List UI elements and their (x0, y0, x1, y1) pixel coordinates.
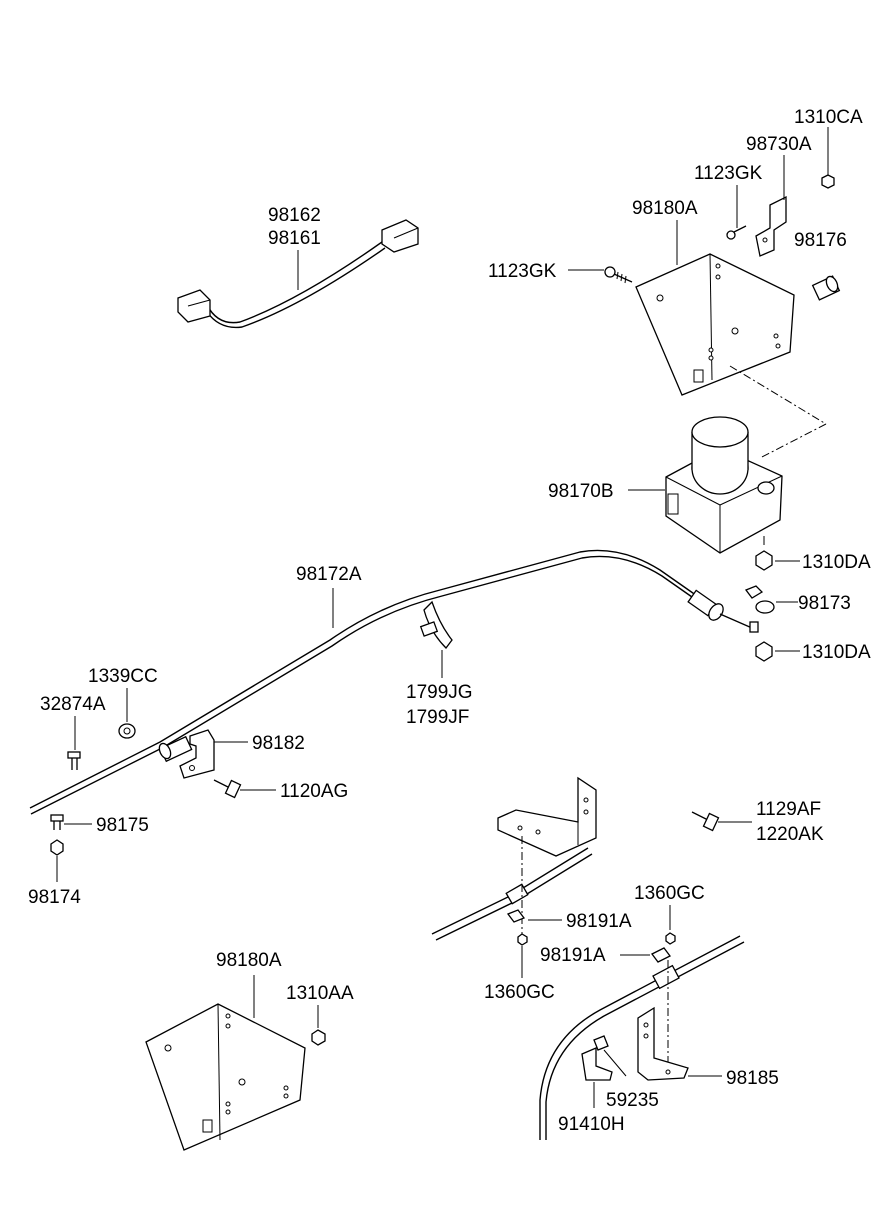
nut-1310DA-upper (755, 550, 773, 571)
label-98161: 98161 (268, 228, 321, 249)
nut-1310DA-lower (755, 641, 773, 662)
grommet-1339CC (118, 723, 136, 739)
label-98182: 98182 (252, 733, 305, 754)
bushing-98176 (811, 275, 841, 301)
bolt-1123GK-left (604, 266, 633, 284)
bracket-98730A (755, 195, 787, 257)
pin-98175 (50, 814, 64, 830)
label-91410H: 91410H (558, 1114, 625, 1135)
label-98173: 98173 (798, 593, 851, 614)
label-98185: 98185 (726, 1068, 779, 1089)
label-98174: 98174 (28, 887, 81, 908)
bracket-98182 (179, 729, 215, 779)
cable-lower-right (539, 935, 745, 1140)
clip-98191A-a (506, 909, 526, 923)
label-1129AF: 1129AF (756, 799, 821, 820)
label-32874A: 32874A (40, 694, 106, 715)
clip-98173 (744, 585, 775, 614)
clip-98191A-b (651, 947, 671, 963)
bolt-1129AF (691, 811, 720, 832)
nut-1360GC-right (665, 932, 676, 945)
label-1123GK-top: 1123GK (694, 163, 763, 184)
label-98162: 98162 (268, 205, 321, 226)
label-1120AG: 1120AG (280, 781, 348, 802)
actuator-98170B (665, 416, 783, 554)
label-98170B: 98170B (548, 481, 614, 502)
label-1360GC-low: 1360GC (484, 982, 555, 1003)
label-98180A-top: 98180A (632, 198, 698, 219)
wiring-harness-98162 (177, 219, 419, 329)
label-59235: 59235 (606, 1090, 659, 1111)
nut-1310AA (311, 1029, 326, 1046)
guide-line-actuator-2 (759, 423, 827, 459)
label-1220AK: 1220AK (756, 824, 824, 845)
label-1339CC: 1339CC (88, 666, 158, 687)
label-1799JF: 1799JF (406, 707, 469, 728)
label-1310CA: 1310CA (794, 107, 863, 128)
strap-1799JG (419, 600, 453, 649)
label-1310DA-upper: 1310DA (802, 552, 871, 573)
label-98175: 98175 (96, 815, 149, 836)
label-98730A: 98730A (746, 134, 812, 155)
label-98191A-b: 98191A (540, 945, 606, 966)
bolt-1123GK-top (726, 225, 747, 240)
clip-59235 (593, 1035, 609, 1051)
label-98176: 98176 (794, 230, 847, 251)
label-1799JG: 1799JG (406, 682, 473, 703)
label-1310AA: 1310AA (286, 983, 354, 1004)
bracket-cable-mount (497, 776, 597, 857)
nut-1310CA (821, 174, 835, 189)
label-1123GK-left: 1123GK (488, 261, 557, 282)
bracket-98180A-top (635, 253, 795, 396)
guide-line-actuator (729, 365, 827, 425)
label-1360GC-right: 1360GC (634, 883, 705, 904)
label-98191A-a: 98191A (566, 911, 632, 932)
label-98172A: 98172A (296, 564, 362, 585)
bracket-98185 (637, 1006, 689, 1081)
label-1310DA-lower: 1310DA (802, 642, 871, 663)
cable-98172A (29, 549, 759, 815)
bracket-98180A-bottom (145, 1003, 306, 1151)
bolt-1120AG (213, 779, 242, 799)
label-98180A-bottom: 98180A (216, 950, 282, 971)
nut-1360GC-low (517, 933, 528, 946)
bracket-91410H (581, 1047, 613, 1081)
pin-32874A (67, 751, 81, 770)
nut-98174 (50, 839, 64, 856)
